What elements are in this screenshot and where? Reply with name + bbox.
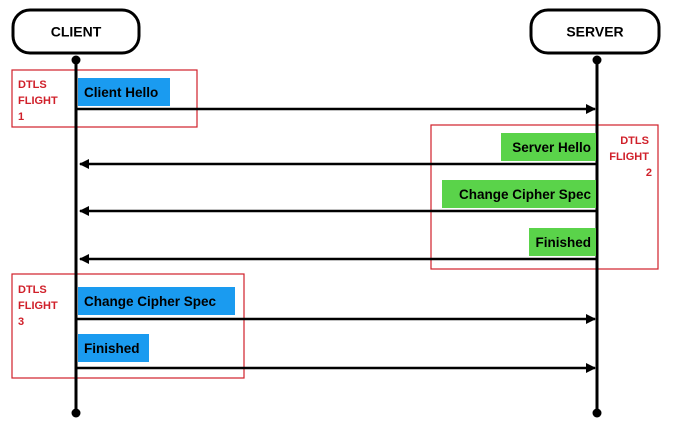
flight-label-1-line-1: DTLS — [18, 79, 47, 91]
flight-label-2: DTLS FLIGHT 2 — [609, 135, 652, 179]
server-actor-box — [529, 8, 661, 55]
message-server-change-cipher-spec: Change Cipher Spec — [79, 180, 597, 216]
server-actor: SERVER — [529, 8, 661, 55]
message-label-bg — [78, 334, 149, 362]
message-client-finished: Finished — [76, 334, 596, 373]
flight-label-2-line-3: 2 — [646, 167, 652, 179]
flight-label-2-line-2: FLIGHT — [609, 151, 649, 163]
flight-box-1 — [11, 69, 198, 128]
server-actor-label: SERVER — [566, 24, 623, 40]
message-client-change-cipher-spec: Change Cipher Spec — [76, 287, 596, 324]
message-label: Server Hello — [512, 140, 591, 155]
client-lifeline-end-dot — [71, 408, 81, 418]
message-label-bg — [529, 228, 596, 256]
flight-label-1: DTLS FLIGHT 1 — [18, 79, 61, 123]
message-label-bg — [501, 133, 596, 161]
message-label: Client Hello — [84, 85, 158, 100]
message-label: Finished — [84, 341, 140, 356]
client-lifeline-start-dot — [71, 55, 81, 65]
flight-label-3-line-2: FLIGHT — [18, 300, 58, 312]
message-label-bg — [442, 180, 596, 208]
flight-label-3-line-3: 3 — [18, 316, 24, 328]
message-label-bg — [78, 78, 170, 106]
flight-label-3: DTLS FLIGHT 3 — [18, 284, 61, 328]
client-actor: CLIENT — [11, 8, 141, 55]
message-label: Finished — [535, 235, 591, 250]
server-lifeline-start-dot — [592, 55, 602, 65]
flight-label-2-line-1: DTLS — [620, 135, 649, 147]
message-label: Change Cipher Spec — [459, 187, 592, 202]
flight-box-3 — [11, 273, 245, 379]
server-lifeline-end-dot — [592, 408, 602, 418]
message-label: Change Cipher Spec — [84, 294, 217, 309]
message-client-hello: Client Hello — [76, 78, 596, 114]
client-actor-label: CLIENT — [51, 24, 102, 40]
flight-label-1-line-3: 1 — [18, 111, 24, 123]
flight-box-2 — [430, 124, 659, 270]
message-label-bg — [78, 287, 235, 315]
message-server-finished: Finished — [79, 228, 597, 264]
flight-label-3-line-1: DTLS — [18, 284, 47, 296]
flight-label-1-line-2: FLIGHT — [18, 95, 58, 107]
client-actor-box — [11, 8, 141, 55]
message-server-hello: Server Hello — [79, 133, 597, 169]
